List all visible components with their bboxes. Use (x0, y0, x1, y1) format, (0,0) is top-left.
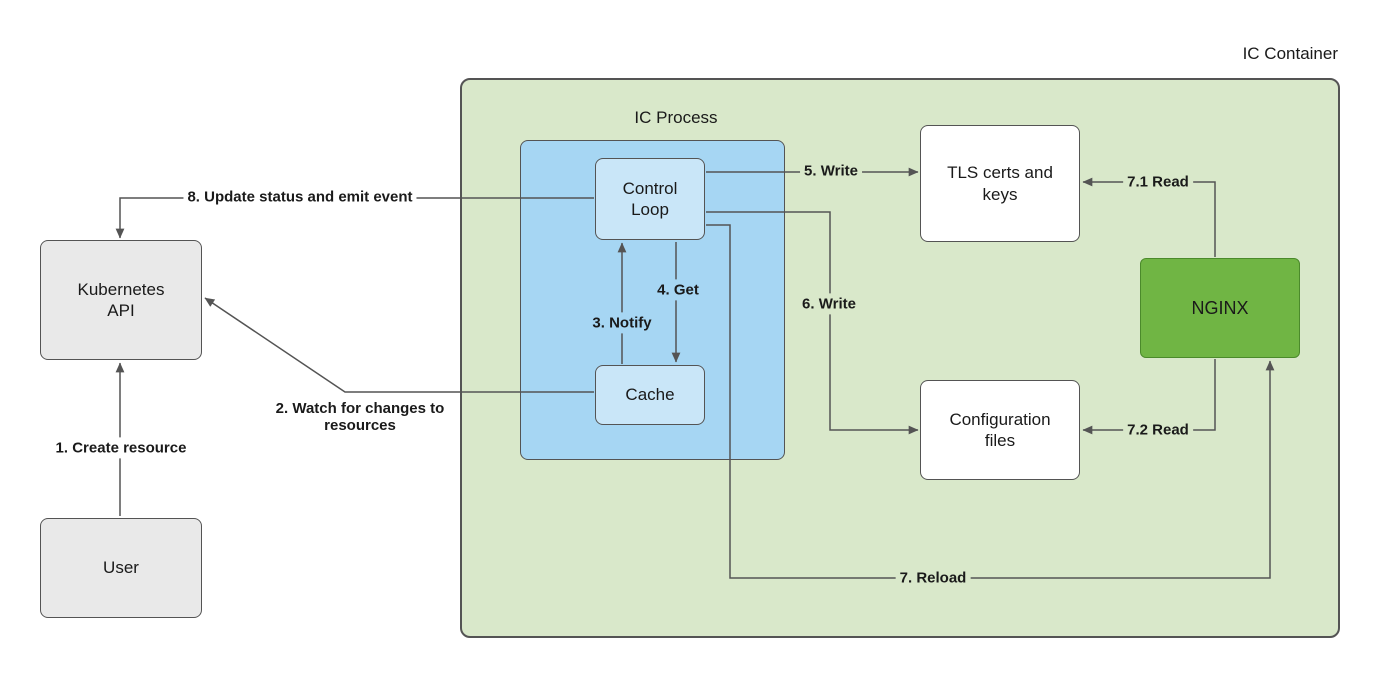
edge-label-notify: 3. Notify (588, 312, 656, 334)
edge-label-update-status: 8. Update status and emit event (183, 186, 417, 208)
edge-label-write-tls: 5. Write (800, 160, 862, 182)
node-kubernetes-api: Kubernetes API (40, 240, 202, 360)
user-label: User (103, 558, 139, 578)
configuration-files-label: Configuration files (949, 409, 1051, 450)
edge-label-get: 4. Get (653, 279, 703, 301)
tls-certs-label: TLS certs and keys (947, 163, 1053, 204)
control-loop-label: Control Loop (622, 178, 678, 219)
edge-label-reload: 7. Reload (895, 567, 971, 589)
node-control-loop: Control Loop (595, 158, 705, 240)
node-user: User (40, 518, 202, 618)
edge-label-read-tls: 7.1 Read (1123, 171, 1193, 193)
cache-label: Cache (625, 385, 675, 405)
ic-container-label: IC Container (1242, 44, 1338, 63)
edge-label-write-config: 6. Write (798, 293, 860, 315)
edge-label-read-config: 7.2 Read (1123, 419, 1193, 441)
nginx-label: NGINX (1191, 297, 1249, 318)
kubernetes-api-label: Kubernetes API (77, 279, 165, 320)
node-nginx: NGINX (1140, 258, 1300, 358)
edge-label-watch-for-changes: 2. Watch for changes to resources (267, 397, 453, 437)
edge-label-create-resource: 1. Create resource (51, 437, 191, 459)
ic-process-label: IC Process (634, 108, 718, 127)
node-cache: Cache (595, 365, 705, 425)
node-tls-certs: TLS certs and keys (920, 125, 1080, 242)
node-configuration-files: Configuration files (920, 380, 1080, 480)
